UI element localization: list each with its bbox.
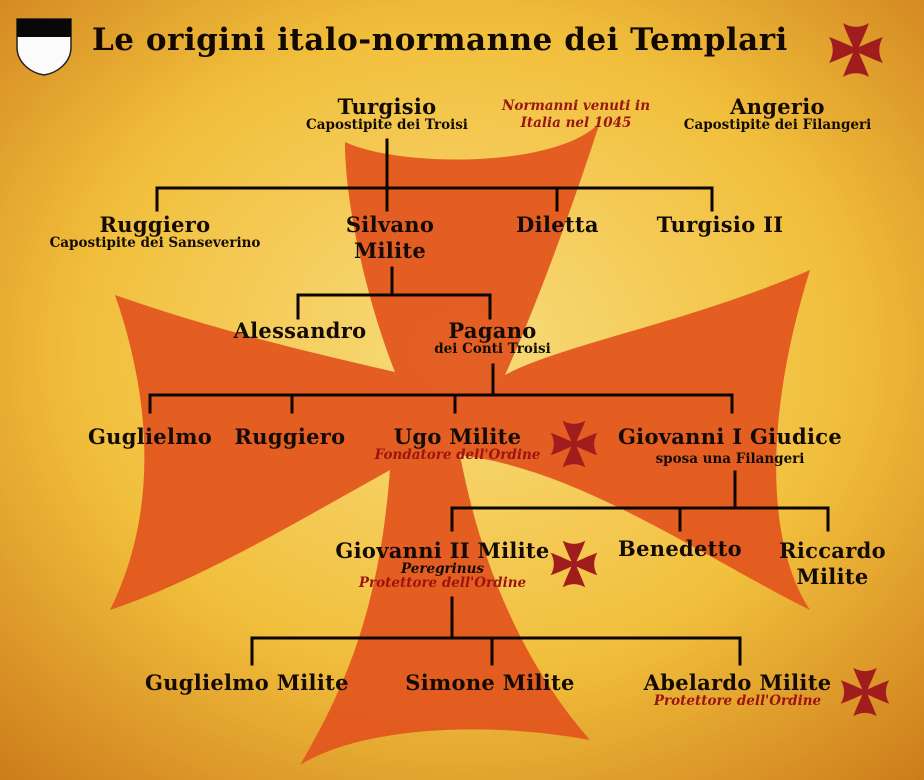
node-ruggiero-2: Ruggiero bbox=[234, 424, 346, 449]
node-note: Capostipite dei Filangeri bbox=[683, 117, 872, 134]
node-ugo: Ugo Milite Fondatore dell'Ordine bbox=[365, 424, 550, 464]
templar-cross-icon bbox=[550, 420, 598, 468]
node-simone: Simone Milite bbox=[405, 670, 575, 695]
node-note: Fondatore dell'Ordine bbox=[374, 447, 541, 464]
node-guglielmo-milite: Guglielmo Milite bbox=[145, 670, 349, 695]
templar-cross-icon bbox=[829, 23, 883, 77]
templar-cross-icon bbox=[840, 667, 890, 717]
node-name: Ugo Milite bbox=[393, 424, 522, 449]
node-name: Giovanni II Milite bbox=[335, 538, 550, 563]
node-silvano: Silvano Milite bbox=[345, 212, 435, 264]
page-title: Le origini italo-normanne dei Templari bbox=[92, 22, 788, 58]
node-guglielmo: Guglielmo bbox=[87, 424, 213, 449]
node-riccardo: Riccardo Milite bbox=[779, 538, 886, 590]
node-pagano: Pagano dei Conti Troisi bbox=[415, 318, 570, 358]
node-note-secondary: Protettore dell'Ordine bbox=[358, 575, 527, 592]
node-name: Giovanni I Giudice bbox=[617, 424, 843, 449]
node-note: Capostipite dei Sanseverino bbox=[49, 235, 261, 252]
node-turgisio: Turgisio Capostipite dei Troisi bbox=[292, 94, 482, 134]
node-alessandro: Alessandro bbox=[233, 318, 367, 343]
node-abelardo: Abelardo Milite Protettore dell'Ordine bbox=[640, 670, 835, 710]
node-note: dei Conti Troisi bbox=[434, 341, 551, 358]
node-name: Angerio bbox=[730, 94, 825, 119]
node-name: Turgisio bbox=[337, 94, 437, 119]
node-ruggiero: Ruggiero Capostipite dei Sanseverino bbox=[30, 212, 280, 252]
node-giovanni-ii: Giovanni II Milite Peregrinus Protettore… bbox=[330, 538, 555, 592]
node-giovanni-i: Giovanni I Giudice sposa una Filangeri bbox=[610, 424, 850, 468]
node-angerio: Angerio Capostipite dei Filangeri bbox=[665, 94, 890, 134]
shield-black-white-icon bbox=[16, 18, 72, 76]
note-normanni: Normanni venuti in Italia nel 1045 bbox=[501, 98, 651, 131]
node-note: Capostipite dei Troisi bbox=[306, 117, 468, 134]
node-turgisio-ii: Turgisio II bbox=[656, 212, 784, 237]
node-benedetto: Benedetto bbox=[618, 536, 742, 561]
node-note: Protettore dell'Ordine bbox=[653, 693, 822, 710]
templar-cross-icon bbox=[550, 540, 598, 588]
node-name: Abelardo Milite bbox=[643, 670, 832, 695]
node-name: Pagano bbox=[448, 318, 537, 343]
templar-cross-icon bbox=[110, 122, 810, 765]
node-name: Ruggiero bbox=[99, 212, 211, 237]
node-note: Peregrinus bbox=[401, 561, 484, 578]
node-note: sposa una Filangeri bbox=[655, 451, 805, 468]
node-diletta: Diletta bbox=[516, 212, 599, 237]
